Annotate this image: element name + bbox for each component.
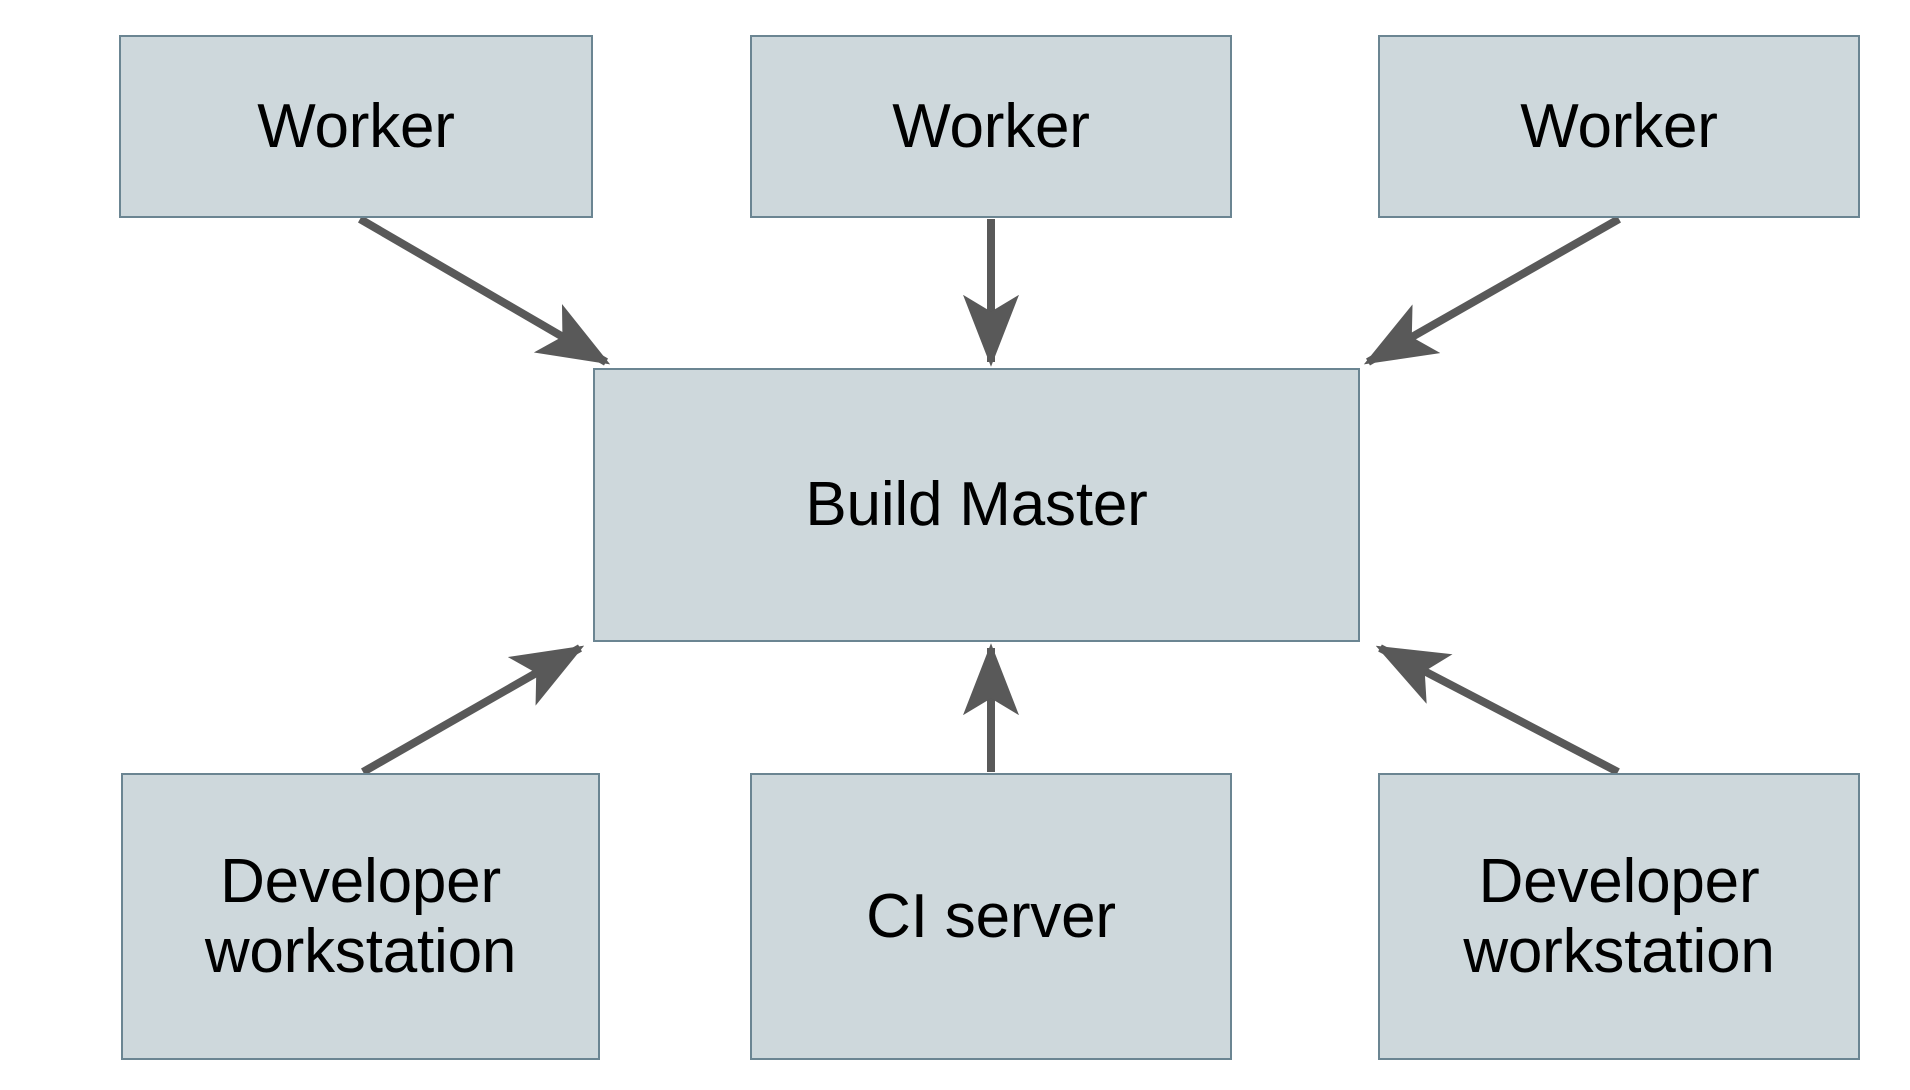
node-ci-server-label: CI server [866,881,1116,951]
node-build-master-label: Build Master [805,470,1148,540]
node-developer-workstation-2[interactable]: Developer workstation [1378,773,1860,1060]
node-build-master[interactable]: Build Master [593,368,1360,642]
edge-worker-1-to-master [357,215,611,366]
node-worker-2[interactable]: Worker [750,35,1232,218]
node-ci-server[interactable]: CI server [750,773,1232,1060]
node-developer-workstation-1[interactable]: Developer workstation [121,773,600,1060]
node-worker-3[interactable]: Worker [1378,35,1860,218]
node-worker-1[interactable]: Worker [119,35,593,218]
node-developer-workstation-2-label: Developer workstation [1463,847,1775,986]
node-worker-3-label: Worker [1520,91,1718,161]
node-developer-workstation-1-label: Developer workstation [204,847,517,986]
node-worker-2-label: Worker [892,91,1090,161]
node-worker-1-label: Worker [257,91,455,161]
edge-dev-2-to-master [1375,644,1620,776]
edge-worker-3-to-master [1363,215,1621,366]
edge-dev-1-to-master [361,644,585,776]
